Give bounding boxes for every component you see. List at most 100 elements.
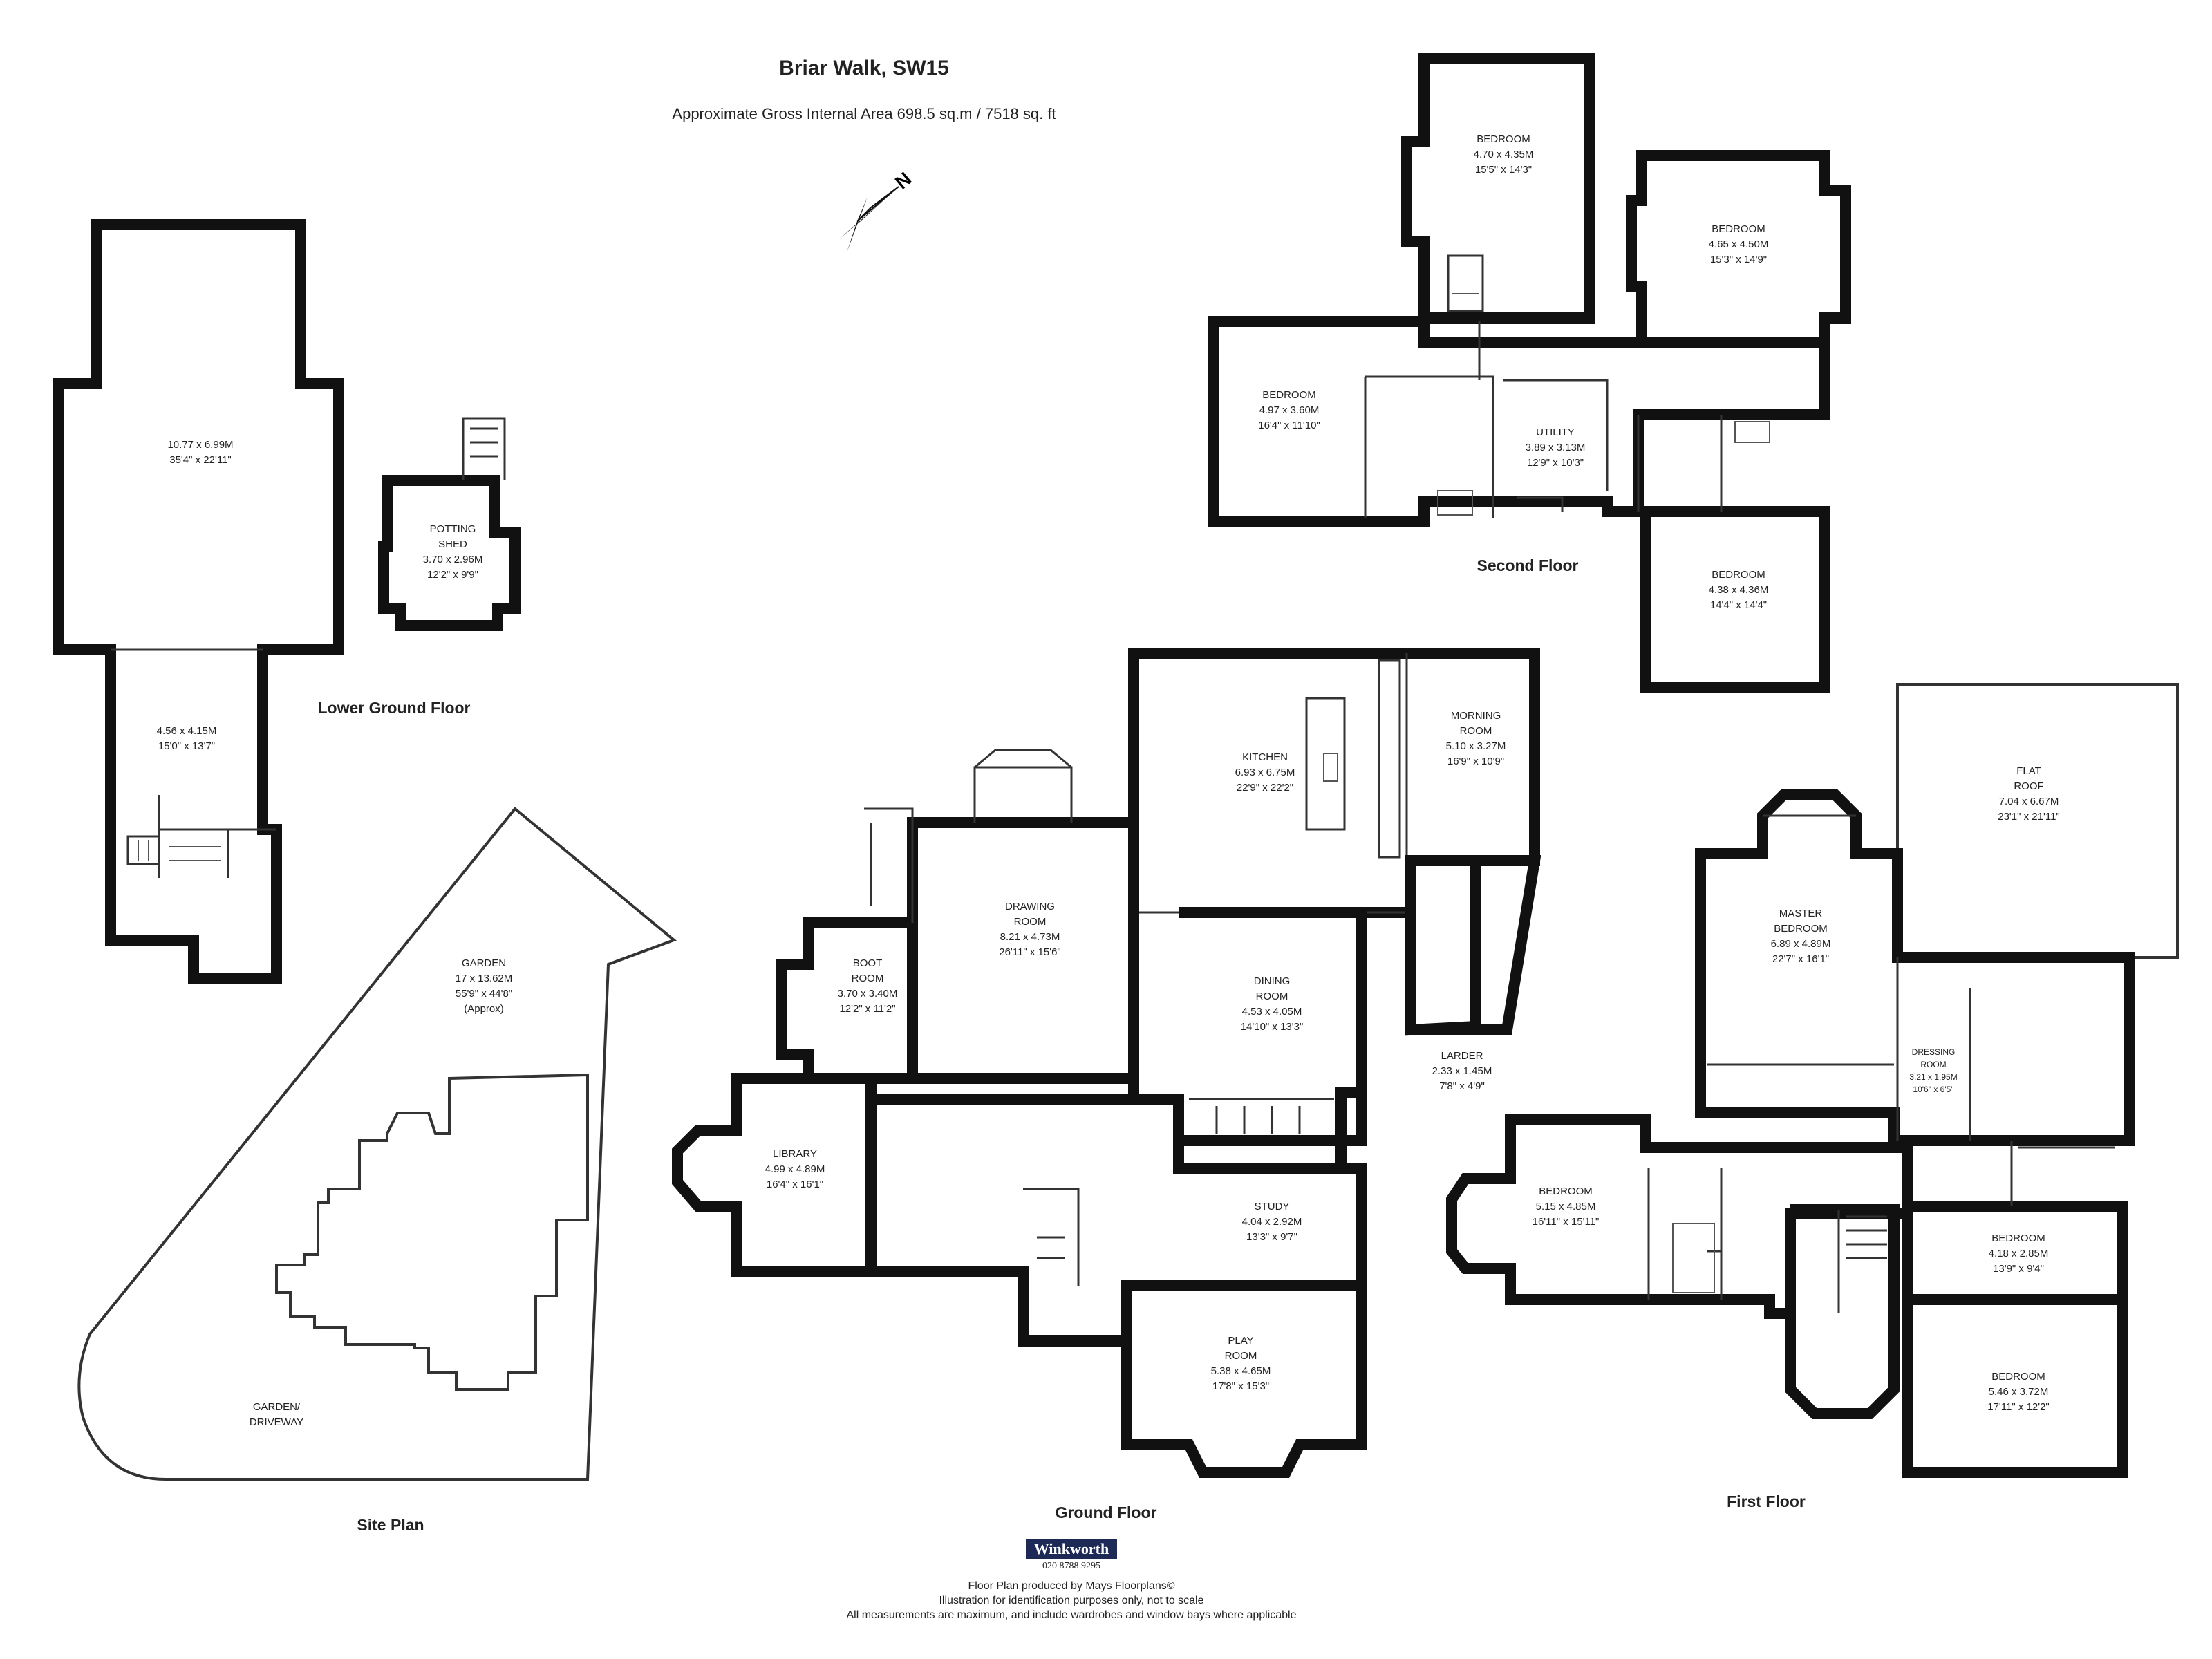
f-bed2-name: BEDROOM — [1991, 1232, 2045, 1244]
f-bed3-dims: 5.46 x 3.72M — [1989, 1386, 2049, 1398]
dining-room-name1: DINING — [1254, 975, 1291, 987]
s-bed2-name: BEDROOM — [1712, 223, 1765, 235]
s-bed4-name: BEDROOM — [1712, 569, 1765, 581]
f-bed3-imperial: 17'11" x 12'2" — [1987, 1401, 2050, 1413]
lower-ground-floor-plan — [53, 219, 344, 984]
boot-room-name2: ROOM — [852, 973, 884, 984]
morning-room-name2: ROOM — [1460, 725, 1492, 737]
play-room-name2: ROOM — [1225, 1350, 1257, 1362]
footer-measurements-note: All measurements are maximum, and includ… — [846, 1609, 1297, 1621]
driveway-name1: GARDEN/ — [253, 1401, 301, 1413]
study-imperial: 13'3" x 9'7" — [1246, 1231, 1297, 1243]
drawing-room-name2: ROOM — [1014, 916, 1047, 928]
larder-imperial: 7'8" x 4'9" — [1439, 1080, 1485, 1092]
play-room-imperial: 17'8" x 15'3" — [1212, 1380, 1269, 1392]
flat-roof-name1: FLAT — [2016, 765, 2041, 777]
site-plan-label: Site Plan — [357, 1516, 424, 1534]
dining-room-imperial: 14'10" x 13'3" — [1241, 1021, 1304, 1033]
garden-imperial: 55'9" x 44'8" — [456, 988, 512, 1000]
dressing-imperial: 10'6" x 6'5" — [1913, 1085, 1953, 1094]
f-bed2-imperial: 13'9" x 9'4" — [1993, 1263, 2044, 1275]
study-dims: 4.04 x 2.92M — [1242, 1216, 1302, 1228]
drawing-room-name1: DRAWING — [1005, 901, 1055, 912]
agent-phone: 020 8788 9295 — [1042, 1561, 1100, 1571]
utility-name: UTILITY — [1536, 427, 1575, 438]
winkworth-logo: Winkworth — [1025, 1539, 1118, 1559]
plan-title: Briar Walk, SW15 — [779, 57, 949, 79]
gross-area-text: Approximate Gross Internal Area 698.5 sq… — [672, 105, 1056, 122]
s-bed4-imperial: 14'4" x 14'4" — [1710, 599, 1767, 611]
library-imperial: 16'4" x 16'1" — [767, 1179, 823, 1190]
f-bed1-dims: 5.15 x 4.85M — [1536, 1201, 1596, 1212]
drawing-room-imperial: 26'11" x 15'6" — [999, 946, 1061, 958]
dressing-name2: ROOM — [1920, 1060, 1946, 1069]
s-bed3-imperial: 16'4" x 11'10" — [1258, 420, 1320, 431]
play-room-name1: PLAY — [1228, 1335, 1253, 1347]
s-bed4-dims: 4.38 x 4.36M — [1709, 584, 1769, 596]
master-name1: MASTER — [1779, 908, 1823, 919]
garden-name: GARDEN — [462, 957, 506, 969]
footer-disclaimer: Illustration for identification purposes… — [939, 1595, 1204, 1606]
footer-credit: Floor Plan produced by Mays Floorplans© — [968, 1580, 1175, 1592]
ground-floor-label: Ground Floor — [1056, 1503, 1157, 1521]
study-name: STUDY — [1255, 1201, 1290, 1212]
flat-roof-dims: 7.04 x 6.67M — [1999, 796, 2059, 807]
s-bed3-name: BEDROOM — [1262, 389, 1316, 401]
lg-main-dims: 10.77 x 6.99M — [167, 439, 233, 451]
s-bed1-dims: 4.70 x 4.35M — [1474, 149, 1534, 160]
morning-room-name1: MORNING — [1451, 710, 1501, 722]
site-plan — [77, 807, 677, 1481]
utility-dims: 3.89 x 3.13M — [1526, 442, 1586, 453]
second-floor-plan — [1208, 53, 1851, 693]
lg-small-imperial: 15'0" x 13'7" — [158, 740, 215, 752]
morning-room-dims: 5.10 x 3.27M — [1446, 740, 1506, 752]
library-name: LIBRARY — [773, 1148, 817, 1160]
f-bed1-name: BEDROOM — [1539, 1185, 1593, 1197]
master-imperial: 22'7" x 16'1" — [1772, 953, 1829, 965]
lower-ground-floor-label: Lower Ground Floor — [317, 699, 470, 717]
potting-shed-plan — [378, 417, 521, 631]
garden-note: (Approx) — [464, 1003, 504, 1015]
first-floor-label: First Floor — [1727, 1492, 1806, 1510]
potting-shed-imperial: 12'2" x 9'9" — [427, 569, 478, 581]
master-dims: 6.89 x 4.89M — [1771, 938, 1831, 950]
flat-roof-imperial: 23'1" x 21'11" — [1998, 811, 2060, 823]
utility-imperial: 12'9" x 10'3" — [1527, 457, 1584, 469]
north-arrow-icon: N — [840, 168, 915, 252]
s-bed1-imperial: 15'5" x 14'3" — [1475, 164, 1532, 176]
s-bed1-name: BEDROOM — [1477, 133, 1530, 145]
drawing-room-dims: 8.21 x 4.73M — [1000, 931, 1060, 943]
ground-floor-plan — [672, 648, 1541, 1478]
boot-room-dims: 3.70 x 3.40M — [838, 988, 898, 1000]
kitchen-imperial: 22'9" x 22'2" — [1237, 782, 1293, 794]
first-floor-plan — [1446, 683, 2179, 1478]
play-room-dims: 5.38 x 4.65M — [1211, 1365, 1271, 1377]
boot-room-imperial: 12'2" x 11'2" — [839, 1003, 895, 1015]
f-bed3-name: BEDROOM — [1991, 1371, 2045, 1382]
dressing-dims: 3.21 x 1.95M — [1909, 1072, 1957, 1082]
dining-room-dims: 4.53 x 4.05M — [1242, 1006, 1302, 1018]
dressing-name1: DRESSING — [1912, 1047, 1956, 1057]
s-bed2-dims: 4.65 x 4.50M — [1709, 238, 1769, 250]
footer: Winkworth 020 8788 9295 Floor Plan produ… — [760, 1539, 1382, 1622]
f-bed2-dims: 4.18 x 2.85M — [1989, 1248, 2049, 1259]
morning-room-imperial: 16'9" x 10'9" — [1447, 756, 1504, 767]
boot-room-name1: BOOT — [853, 957, 883, 969]
lg-main-imperial: 35'4" x 22'11" — [169, 454, 232, 466]
lg-small-dims: 4.56 x 4.15M — [157, 725, 217, 737]
garden-dims: 17 x 13.62M — [456, 973, 513, 984]
kitchen-dims: 6.93 x 6.75M — [1235, 767, 1295, 778]
flat-roof-name2: ROOF — [2014, 780, 2043, 792]
larder-name: LARDER — [1441, 1050, 1483, 1062]
s-bed2-imperial: 15'3" x 14'9" — [1710, 254, 1767, 265]
second-floor-label: Second Floor — [1477, 556, 1579, 574]
larder-dims: 2.33 x 1.45M — [1432, 1065, 1492, 1077]
kitchen-name: KITCHEN — [1242, 751, 1288, 763]
potting-shed-dims: 3.70 x 2.96M — [423, 554, 483, 565]
potting-shed-name1: POTTING — [430, 523, 476, 535]
driveway-name2: DRIVEWAY — [250, 1416, 303, 1428]
library-dims: 4.99 x 4.89M — [765, 1163, 825, 1175]
potting-shed-name2: SHED — [438, 538, 467, 550]
master-name2: BEDROOM — [1774, 923, 1828, 935]
